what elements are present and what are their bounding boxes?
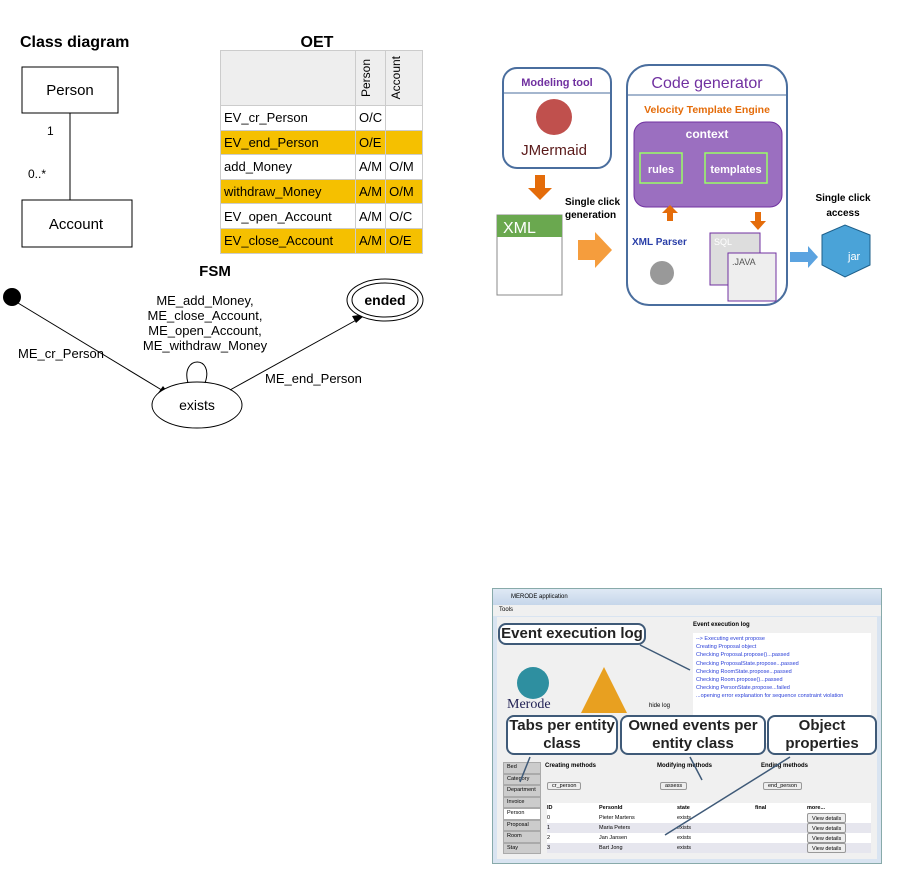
log-title: Event execution log bbox=[693, 622, 750, 628]
java-label: .JAVA bbox=[732, 257, 756, 267]
callout-event-log: Event execution log bbox=[498, 623, 646, 645]
cr-person-button[interactable]: cr_person bbox=[547, 782, 582, 790]
multiplicity-bottom: 0..* bbox=[28, 167, 46, 181]
jmermaid-logo-icon bbox=[536, 99, 572, 135]
class-person bbox=[21, 66, 119, 114]
modeling-tool-label: Modeling tool bbox=[521, 77, 592, 89]
rules-doc-icon bbox=[639, 152, 683, 184]
state-exists-label: exists bbox=[179, 397, 215, 413]
rules-label: rules bbox=[648, 164, 674, 176]
state-exists bbox=[151, 381, 243, 429]
callout-owned-events: Owned events per entity class bbox=[620, 715, 766, 755]
loop-labels: ME_add_Money,ME_close_Account,ME_open_Ac… bbox=[143, 293, 268, 353]
xml-parser-label: XML Parser bbox=[632, 237, 687, 248]
java-file-icon bbox=[727, 252, 777, 302]
context-label: context bbox=[686, 127, 729, 141]
velocity-label: Velocity Template Engine bbox=[644, 104, 770, 116]
merode-logo: Merode bbox=[507, 697, 551, 712]
tab-department[interactable]: Department bbox=[503, 785, 541, 797]
label-create: ME_cr_Person bbox=[18, 346, 104, 361]
view-details-button[interactable]: View details bbox=[807, 843, 847, 853]
jmermaid-label: JMermaid bbox=[521, 142, 587, 159]
transition-end bbox=[229, 317, 361, 391]
view-details-button[interactable]: View details bbox=[807, 823, 847, 833]
oet-col-person: Person bbox=[359, 58, 373, 98]
assess-button[interactable]: assess bbox=[660, 782, 688, 790]
fsm-title: FSM bbox=[199, 263, 231, 280]
transition-create bbox=[17, 302, 166, 393]
class-diagram-title: Class diagram bbox=[20, 34, 129, 51]
tab-person[interactable]: Person bbox=[503, 808, 541, 820]
initial-state bbox=[3, 288, 21, 306]
self-loop bbox=[186, 361, 208, 384]
arrow-down-icon bbox=[750, 212, 766, 230]
menu-tools[interactable]: Tools bbox=[493, 605, 881, 616]
oet-title: OET bbox=[301, 34, 334, 51]
jar-cube-icon bbox=[821, 224, 871, 278]
arrow-up-icon bbox=[662, 205, 678, 221]
label-end: ME_end_Person bbox=[265, 371, 362, 386]
tab-room[interactable]: Room bbox=[503, 831, 541, 843]
state-ended bbox=[346, 278, 424, 322]
jar-label: jar bbox=[847, 251, 861, 263]
ending-methods-label: Ending methods bbox=[761, 763, 808, 769]
arrow-down-icon bbox=[528, 175, 552, 200]
gear-icon bbox=[650, 261, 674, 285]
sql-label: SQL bbox=[714, 237, 732, 247]
hide-log-toggle[interactable]: hide log bbox=[649, 703, 671, 709]
window-title: MERODE application bbox=[493, 589, 881, 605]
tab-invoice[interactable]: Invoice bbox=[503, 796, 541, 808]
state-ended-label: ended bbox=[364, 292, 405, 308]
merode-globe-icon bbox=[517, 667, 549, 699]
tab-category[interactable]: Category bbox=[503, 773, 541, 785]
view-details-button[interactable]: View details bbox=[807, 833, 847, 843]
code-generator-label: Code generator bbox=[651, 75, 763, 92]
xml-label: XML bbox=[503, 220, 536, 237]
class-person-label: Person bbox=[46, 82, 94, 99]
callout-pointers bbox=[519, 644, 791, 836]
arrow-right-dotted-icon bbox=[790, 246, 818, 268]
tab-proposal[interactable]: Proposal bbox=[503, 819, 541, 831]
creating-methods-label: Creating methods bbox=[545, 763, 597, 769]
multiplicity-top: 1 bbox=[47, 124, 54, 138]
class-account bbox=[21, 199, 133, 248]
end-person-button[interactable]: end_person bbox=[763, 782, 803, 790]
templates-doc-icon bbox=[704, 152, 768, 184]
tab-stay[interactable]: Stay bbox=[503, 842, 541, 854]
left-diagrams: Class diagram Person 1 0..* Account OET … bbox=[3, 34, 424, 429]
class-account-label: Account bbox=[49, 216, 104, 233]
modifying-methods-label: Modifying methods bbox=[657, 763, 712, 769]
callout-object-properties: Object properties bbox=[767, 715, 877, 755]
templates-label: templates bbox=[710, 164, 761, 176]
view-details-button[interactable]: View details bbox=[807, 813, 847, 823]
tab-bed[interactable]: Bed bbox=[503, 762, 541, 774]
oet-col-account: Account bbox=[389, 56, 404, 100]
arrow-right-icon bbox=[578, 232, 612, 268]
callout-tabs: Tabs per entity class bbox=[506, 715, 618, 755]
